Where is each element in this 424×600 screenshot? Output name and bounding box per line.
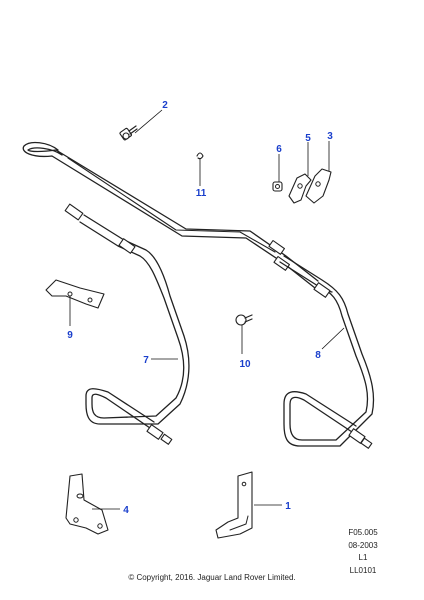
callout-3: 3 [327,131,333,142]
callout-5: 5 [305,133,311,144]
reference-codes: F05.005 08-2003 L1 LL0101 [340,527,386,577]
part-7-hose [64,203,190,445]
callout-4: 4 [123,505,129,516]
callout-9: 9 [67,330,73,341]
ref-figure-code: F05.005 [348,528,378,537]
leader-8 [321,327,345,350]
part-6-nut [272,181,283,192]
callout-10: 10 [239,359,251,370]
part-2-bolt [119,125,138,141]
copyright-notice: © Copyright, 2016. Jaguar Land Rover Lim… [128,573,296,582]
upper-pipe-assembly [22,141,333,293]
part-11-clip [196,152,204,160]
part-8-hose [279,255,375,449]
callout-7: 7 [143,355,149,366]
ref-sheet-code: LL0101 [349,565,377,575]
part-3-clamp [305,168,332,204]
part-1-bracket [215,471,253,539]
part-4-bracket [65,473,109,535]
part-10-bolt [235,314,253,326]
callout-2: 2 [162,100,168,111]
callout-6: 6 [276,144,282,155]
ref-level-code: L1 [358,553,368,562]
callout-11: 11 [196,188,207,199]
callout-8: 8 [315,350,321,361]
leader-2 [134,109,163,134]
callout-1: 1 [285,501,291,512]
ref-date-code: 08-2003 [348,540,378,550]
part-5-clamp [288,173,312,204]
part-9-bracket [45,279,105,309]
